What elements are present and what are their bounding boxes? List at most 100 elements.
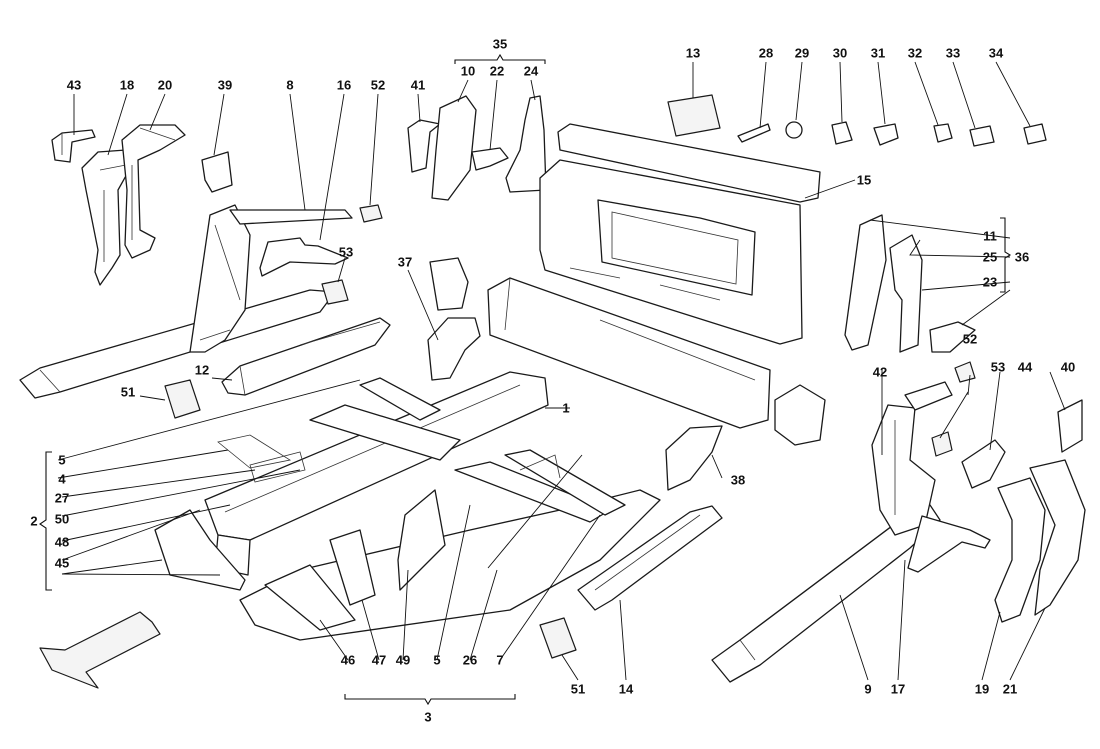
- label-37: 37: [397, 254, 413, 270]
- part-53-block-right: [931, 431, 953, 457]
- part-25-panel: [889, 234, 923, 353]
- label-12: 12: [194, 362, 210, 378]
- part-43-bracket: [51, 129, 96, 163]
- part-37-bracket: [427, 317, 481, 381]
- part-16-bracket: [259, 237, 349, 277]
- part-52-block-right: [954, 361, 976, 383]
- label-51-lower: 51: [570, 681, 586, 697]
- part-11-panel: [844, 214, 887, 351]
- fasteners-28-34: [737, 121, 1047, 147]
- brace-3: [344, 694, 516, 706]
- part-9-sill: [711, 381, 953, 683]
- label-41: 41: [410, 77, 426, 93]
- label-27: 27: [54, 490, 70, 506]
- label-5: 5: [58, 452, 66, 468]
- label-42: 42: [872, 364, 888, 380]
- label-2: 2: [30, 513, 38, 529]
- label-14: 14: [618, 681, 634, 697]
- part-2-floor: [154, 377, 661, 641]
- part-18-pillar: [81, 149, 133, 286]
- label-29: 29: [794, 45, 810, 61]
- part-22-plate: [471, 147, 509, 171]
- part-53-block: [321, 279, 349, 305]
- label-16: 16: [336, 77, 352, 93]
- label-19: 19: [974, 681, 990, 697]
- part-38-bracket: [665, 425, 723, 491]
- label-3: 3: [424, 709, 432, 725]
- part-13-pad: [667, 94, 721, 137]
- label-4: 4: [58, 471, 66, 487]
- label-30: 30: [832, 45, 848, 61]
- label-53-right: 53: [990, 359, 1006, 375]
- label-50: 50: [54, 511, 70, 527]
- label-36: 36: [1014, 249, 1030, 265]
- direction-arrow-icon: [39, 611, 161, 689]
- label-17: 17: [890, 681, 906, 697]
- brace-2: [39, 451, 52, 591]
- part-15-bulkhead: [539, 123, 821, 345]
- part-12-sill: [221, 317, 391, 396]
- rear-crossmember: [487, 277, 771, 429]
- label-47: 47: [371, 652, 387, 668]
- label-22: 22: [489, 63, 505, 79]
- label-13: 13: [685, 45, 701, 61]
- label-21: 21: [1002, 681, 1018, 697]
- part-51-block-lower: [539, 617, 577, 659]
- part-52-block: [359, 204, 383, 223]
- brace-35: [454, 53, 546, 64]
- part-8-frame: [19, 204, 353, 399]
- label-7: 7: [496, 652, 504, 668]
- label-23: 23: [982, 274, 998, 290]
- label-51: 51: [120, 384, 136, 400]
- label-24: 24: [523, 63, 539, 79]
- label-44: 44: [1017, 359, 1033, 375]
- part-37-upper: [429, 257, 469, 311]
- label-33: 33: [945, 45, 961, 61]
- small-bracket-center: [774, 384, 826, 446]
- label-53: 53: [338, 244, 354, 260]
- part-21-panel: [1029, 459, 1086, 616]
- part-24-panel: [505, 95, 547, 193]
- label-43: 43: [66, 77, 82, 93]
- label-28: 28: [758, 45, 774, 61]
- label-52: 52: [370, 77, 386, 93]
- label-18: 18: [119, 77, 135, 93]
- label-34: 34: [988, 45, 1004, 61]
- leader-lines: [57, 61, 1066, 681]
- part-19-panel: [994, 477, 1046, 623]
- part-51-block: [164, 379, 201, 419]
- label-48: 48: [54, 534, 70, 550]
- label-8: 8: [286, 77, 294, 93]
- label-39: 39: [217, 77, 233, 93]
- label-10: 10: [460, 63, 476, 79]
- label-35: 35: [492, 36, 508, 52]
- label-25: 25: [982, 249, 998, 265]
- label-26: 26: [462, 652, 478, 668]
- part-17-bracket: [907, 515, 991, 573]
- part-44-bracket: [961, 439, 1006, 489]
- label-49: 49: [395, 652, 411, 668]
- label-1: 1: [562, 400, 570, 416]
- label-31: 31: [870, 45, 886, 61]
- part-39-plate: [201, 151, 233, 193]
- label-15: 15: [856, 172, 872, 188]
- label-32: 32: [907, 45, 923, 61]
- label-5-lower: 5: [433, 652, 441, 668]
- part-10-panel: [431, 95, 477, 201]
- label-11: 11: [983, 228, 997, 244]
- label-40: 40: [1060, 359, 1076, 375]
- part-23-plate: [929, 321, 976, 353]
- label-9: 9: [864, 681, 872, 697]
- part-40-plate: [1057, 399, 1083, 453]
- label-52-right: 52: [962, 331, 978, 347]
- label-45: 45: [54, 555, 70, 571]
- label-46: 46: [340, 652, 356, 668]
- label-20: 20: [157, 77, 173, 93]
- part-20-pillar: [121, 124, 186, 259]
- part-14-sill: [577, 505, 723, 611]
- label-38: 38: [730, 472, 746, 488]
- brace-36: [1000, 217, 1012, 293]
- part-1-tunnel: [204, 371, 549, 576]
